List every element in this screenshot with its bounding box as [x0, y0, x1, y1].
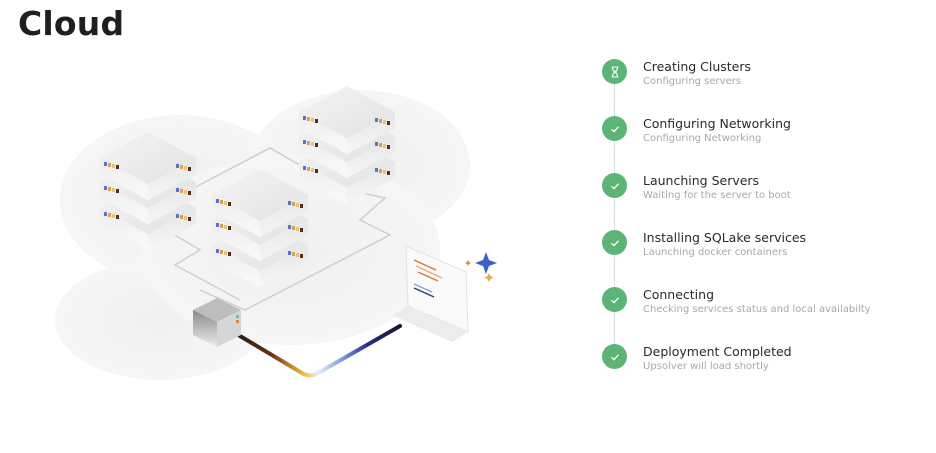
step-connector [614, 141, 615, 173]
check-icon [610, 239, 619, 247]
step-subtitle: Upsolver will load shortly [643, 361, 769, 372]
step-subtitle: Configuring Networking [643, 133, 762, 144]
step-status-circle [602, 173, 627, 198]
step-title: Configuring Networking [643, 116, 791, 131]
step-connector [614, 312, 615, 344]
network-lines [173, 147, 392, 311]
step-status-circle [602, 59, 627, 84]
step-subtitle: Checking services status and local avail… [643, 304, 871, 315]
step-subtitle: Waiting for the server to boot [643, 190, 791, 201]
step-status-circle [602, 116, 627, 141]
sparkle-icon [465, 252, 497, 282]
step-title: Installing SQLake services [643, 230, 807, 245]
step-creating-clusters: Creating Clusters Configuring servers [602, 57, 922, 116]
step-connector [614, 198, 615, 230]
step-subtitle: Configuring servers [643, 76, 742, 87]
check-icon [610, 125, 619, 133]
deployment-steps: Creating Clusters Configuring servers Co… [602, 57, 922, 399]
step-configuring-networking: Configuring Networking Configuring Netwo… [602, 114, 922, 173]
step-status-circle [602, 344, 627, 369]
step-subtitle: Launching docker containers [643, 247, 788, 258]
check-icon [610, 182, 619, 190]
step-status-circle [602, 230, 627, 255]
laptop [392, 245, 469, 342]
hourglass-icon [611, 65, 618, 78]
step-title: Launching Servers [643, 173, 760, 188]
step-connecting: Connecting Checking services status and … [602, 285, 922, 344]
step-installing-services: Installing SQLake services Launching doc… [602, 228, 922, 287]
step-status-circle [602, 287, 627, 312]
check-icon [610, 353, 619, 361]
router-cube [193, 298, 241, 347]
step-deployment-completed: Deployment Completed Upsolver will load … [602, 342, 922, 399]
step-connector [614, 84, 615, 116]
laptop-screen-content [413, 259, 443, 298]
step-title: Creating Clusters [643, 59, 752, 74]
page-title: Cloud [18, 4, 125, 43]
step-title: Deployment Completed [643, 344, 792, 359]
check-icon [610, 296, 619, 304]
cloud-deployment-illustration [55, 70, 497, 380]
step-title: Connecting [643, 287, 715, 302]
step-launching-servers: Launching Servers Waiting for the server… [602, 171, 922, 230]
colored-cable [233, 324, 402, 378]
step-connector [614, 255, 615, 287]
